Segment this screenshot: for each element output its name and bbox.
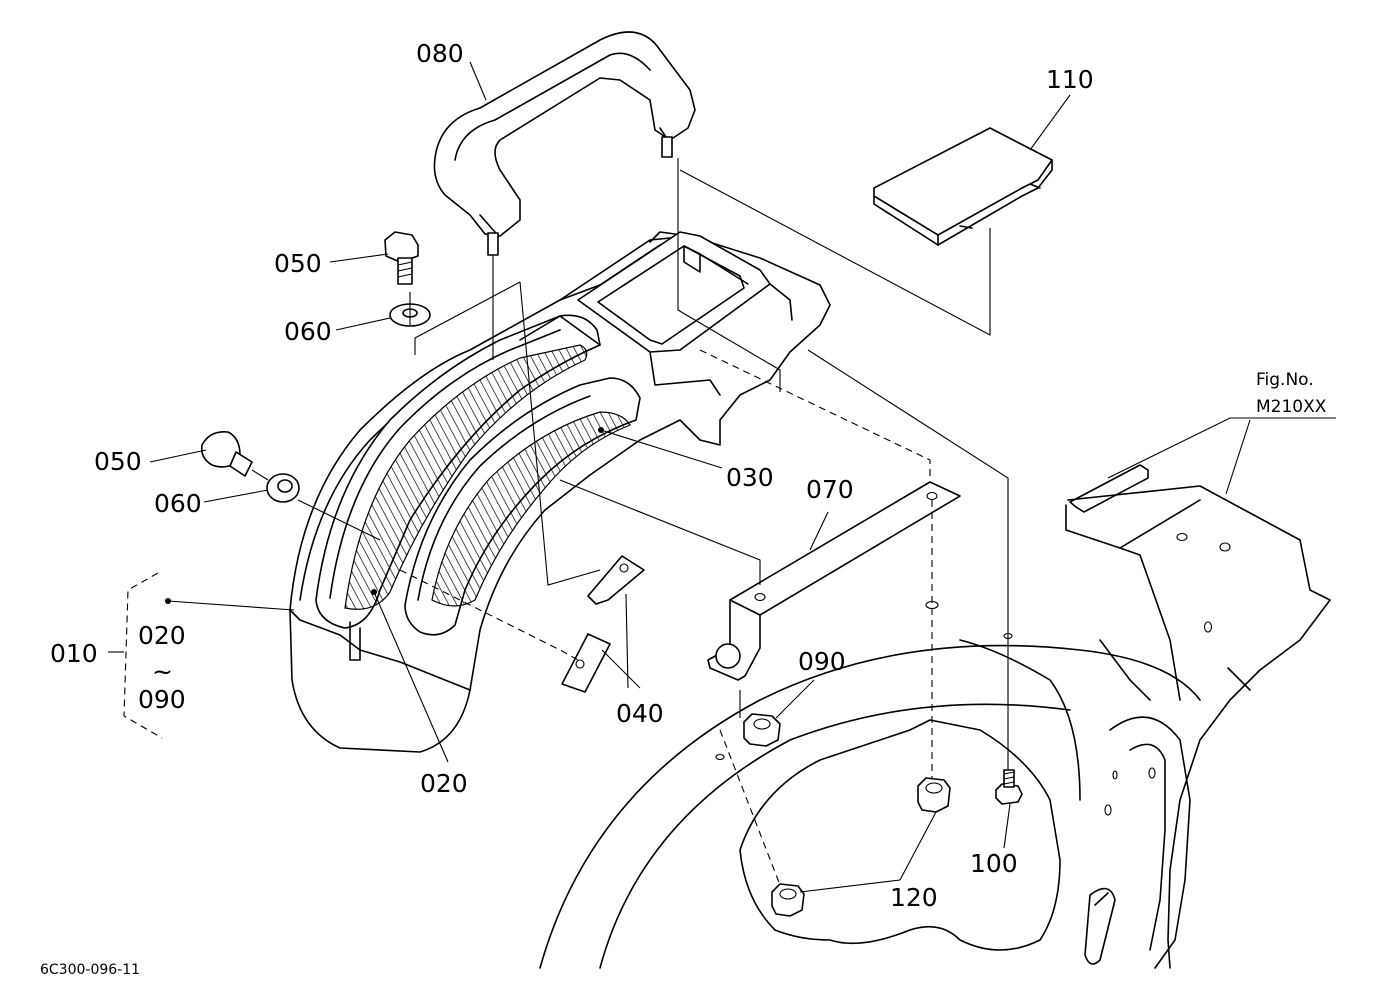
label-040: 040	[616, 699, 664, 728]
range-bracket-010	[123, 572, 163, 739]
label-120: 120	[890, 883, 938, 912]
label-020-range-start: 020	[138, 621, 186, 650]
bracket-070	[707, 481, 961, 681]
label-060-left: 060	[154, 489, 202, 518]
leader-lines	[108, 61, 1336, 893]
label-070: 070	[806, 475, 854, 504]
figure-label: Fig.No.	[1256, 370, 1314, 390]
label-090-range-end: 090	[138, 685, 186, 714]
drawing-code: 6C300-096-11	[40, 962, 140, 978]
clip-040	[561, 555, 645, 693]
fender-frame	[539, 464, 1331, 969]
label-100: 100	[970, 849, 1018, 878]
nut-120-center	[917, 777, 951, 813]
lid-110	[873, 127, 1053, 246]
figure-number: M210XX	[1256, 397, 1327, 417]
console-body	[289, 231, 831, 753]
label-range-tilde: ~	[152, 657, 173, 686]
assembly-lines	[251, 158, 1256, 886]
label-060-top: 060	[284, 317, 332, 346]
nut-090	[743, 713, 781, 747]
label-020: 020	[420, 769, 468, 798]
bolt-050-left	[200, 430, 253, 477]
nut-120-lower	[771, 883, 805, 917]
label-110: 110	[1046, 65, 1094, 94]
handle-080	[433, 31, 696, 256]
label-050-left: 050	[94, 447, 142, 476]
bolt-050-top	[384, 231, 419, 285]
label-090: 090	[798, 647, 846, 676]
label-030: 030	[726, 463, 774, 492]
label-080: 080	[416, 39, 464, 68]
label-010: 010	[50, 639, 98, 668]
washer-060-left	[266, 473, 300, 503]
screw-100	[995, 769, 1023, 805]
label-050-top: 050	[274, 249, 322, 278]
